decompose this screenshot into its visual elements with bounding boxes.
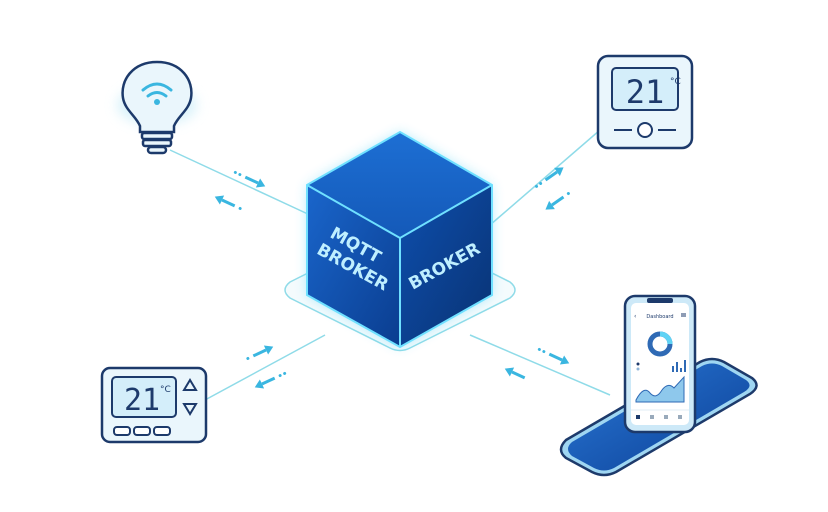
thermostat-icon: 21 °C <box>596 54 694 150</box>
thermostat-top-reading: 21 <box>626 73 665 111</box>
area-chart-icon <box>635 375 685 403</box>
thermostat-bottom-reading: 21 <box>124 383 160 418</box>
thermostat-dial <box>637 122 653 138</box>
menu-icon <box>681 313 686 317</box>
line-thermostat-bottom <box>204 334 326 401</box>
mqtt-broker-cube: MQTT BROKER BROKER <box>306 130 493 349</box>
arrow-icon <box>214 167 570 389</box>
up-arrow-icon <box>182 378 198 391</box>
back-icon: ‹ <box>634 313 636 320</box>
thermostat-icon: 21 °C <box>100 366 208 444</box>
line-bulb <box>169 149 311 216</box>
thermostat-bottom-unit: °C <box>160 385 171 395</box>
line-phone <box>469 334 611 396</box>
phone-screen-title: Dashboard <box>646 314 673 320</box>
connection-lines <box>169 129 611 401</box>
thermostat-top-unit: °C <box>670 77 681 87</box>
smartphone-icon: Dashboard ‹ <box>559 294 758 477</box>
phone-tab-bar <box>636 415 682 419</box>
line-thermostat-top <box>489 129 601 226</box>
lightbulb-wifi-icon <box>117 60 197 155</box>
down-arrow-icon <box>182 403 198 416</box>
